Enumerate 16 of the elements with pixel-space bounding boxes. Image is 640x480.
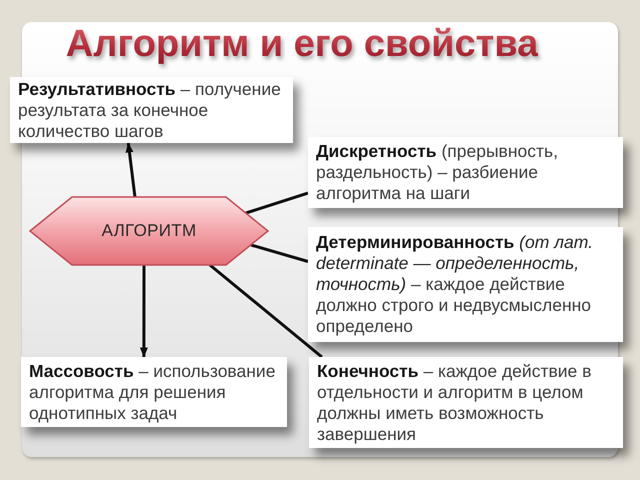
connector-line <box>246 192 308 214</box>
property-card <box>308 137 623 208</box>
arrow <box>126 142 136 198</box>
node-label: АЛГОРИТМ <box>102 221 196 241</box>
property-description: Результативность – получение результата за конечное количество шагов <box>18 78 282 142</box>
connector-line <box>250 244 308 263</box>
property-description: Массовость – использование алгоритма для решения однотипных задач <box>29 360 276 424</box>
arrow <box>140 265 148 358</box>
property-card <box>21 357 287 427</box>
property-card <box>309 357 623 448</box>
property-description: Детерминированность (от лат. determinate — определенность, точность) – каждое действие должно строго и недвусмысленно определено <box>316 232 594 337</box>
property-description: Дискретность (прерывность, раздельность) – разбиение алгоритма на шаги <box>316 141 559 204</box>
property-description: Конечность – каждое действие в отдельности и алгоритм в целом должны иметь возможность завершения <box>317 360 592 444</box>
connector-line <box>208 264 323 358</box>
property-card <box>308 227 623 342</box>
hexagon-node <box>30 197 268 265</box>
